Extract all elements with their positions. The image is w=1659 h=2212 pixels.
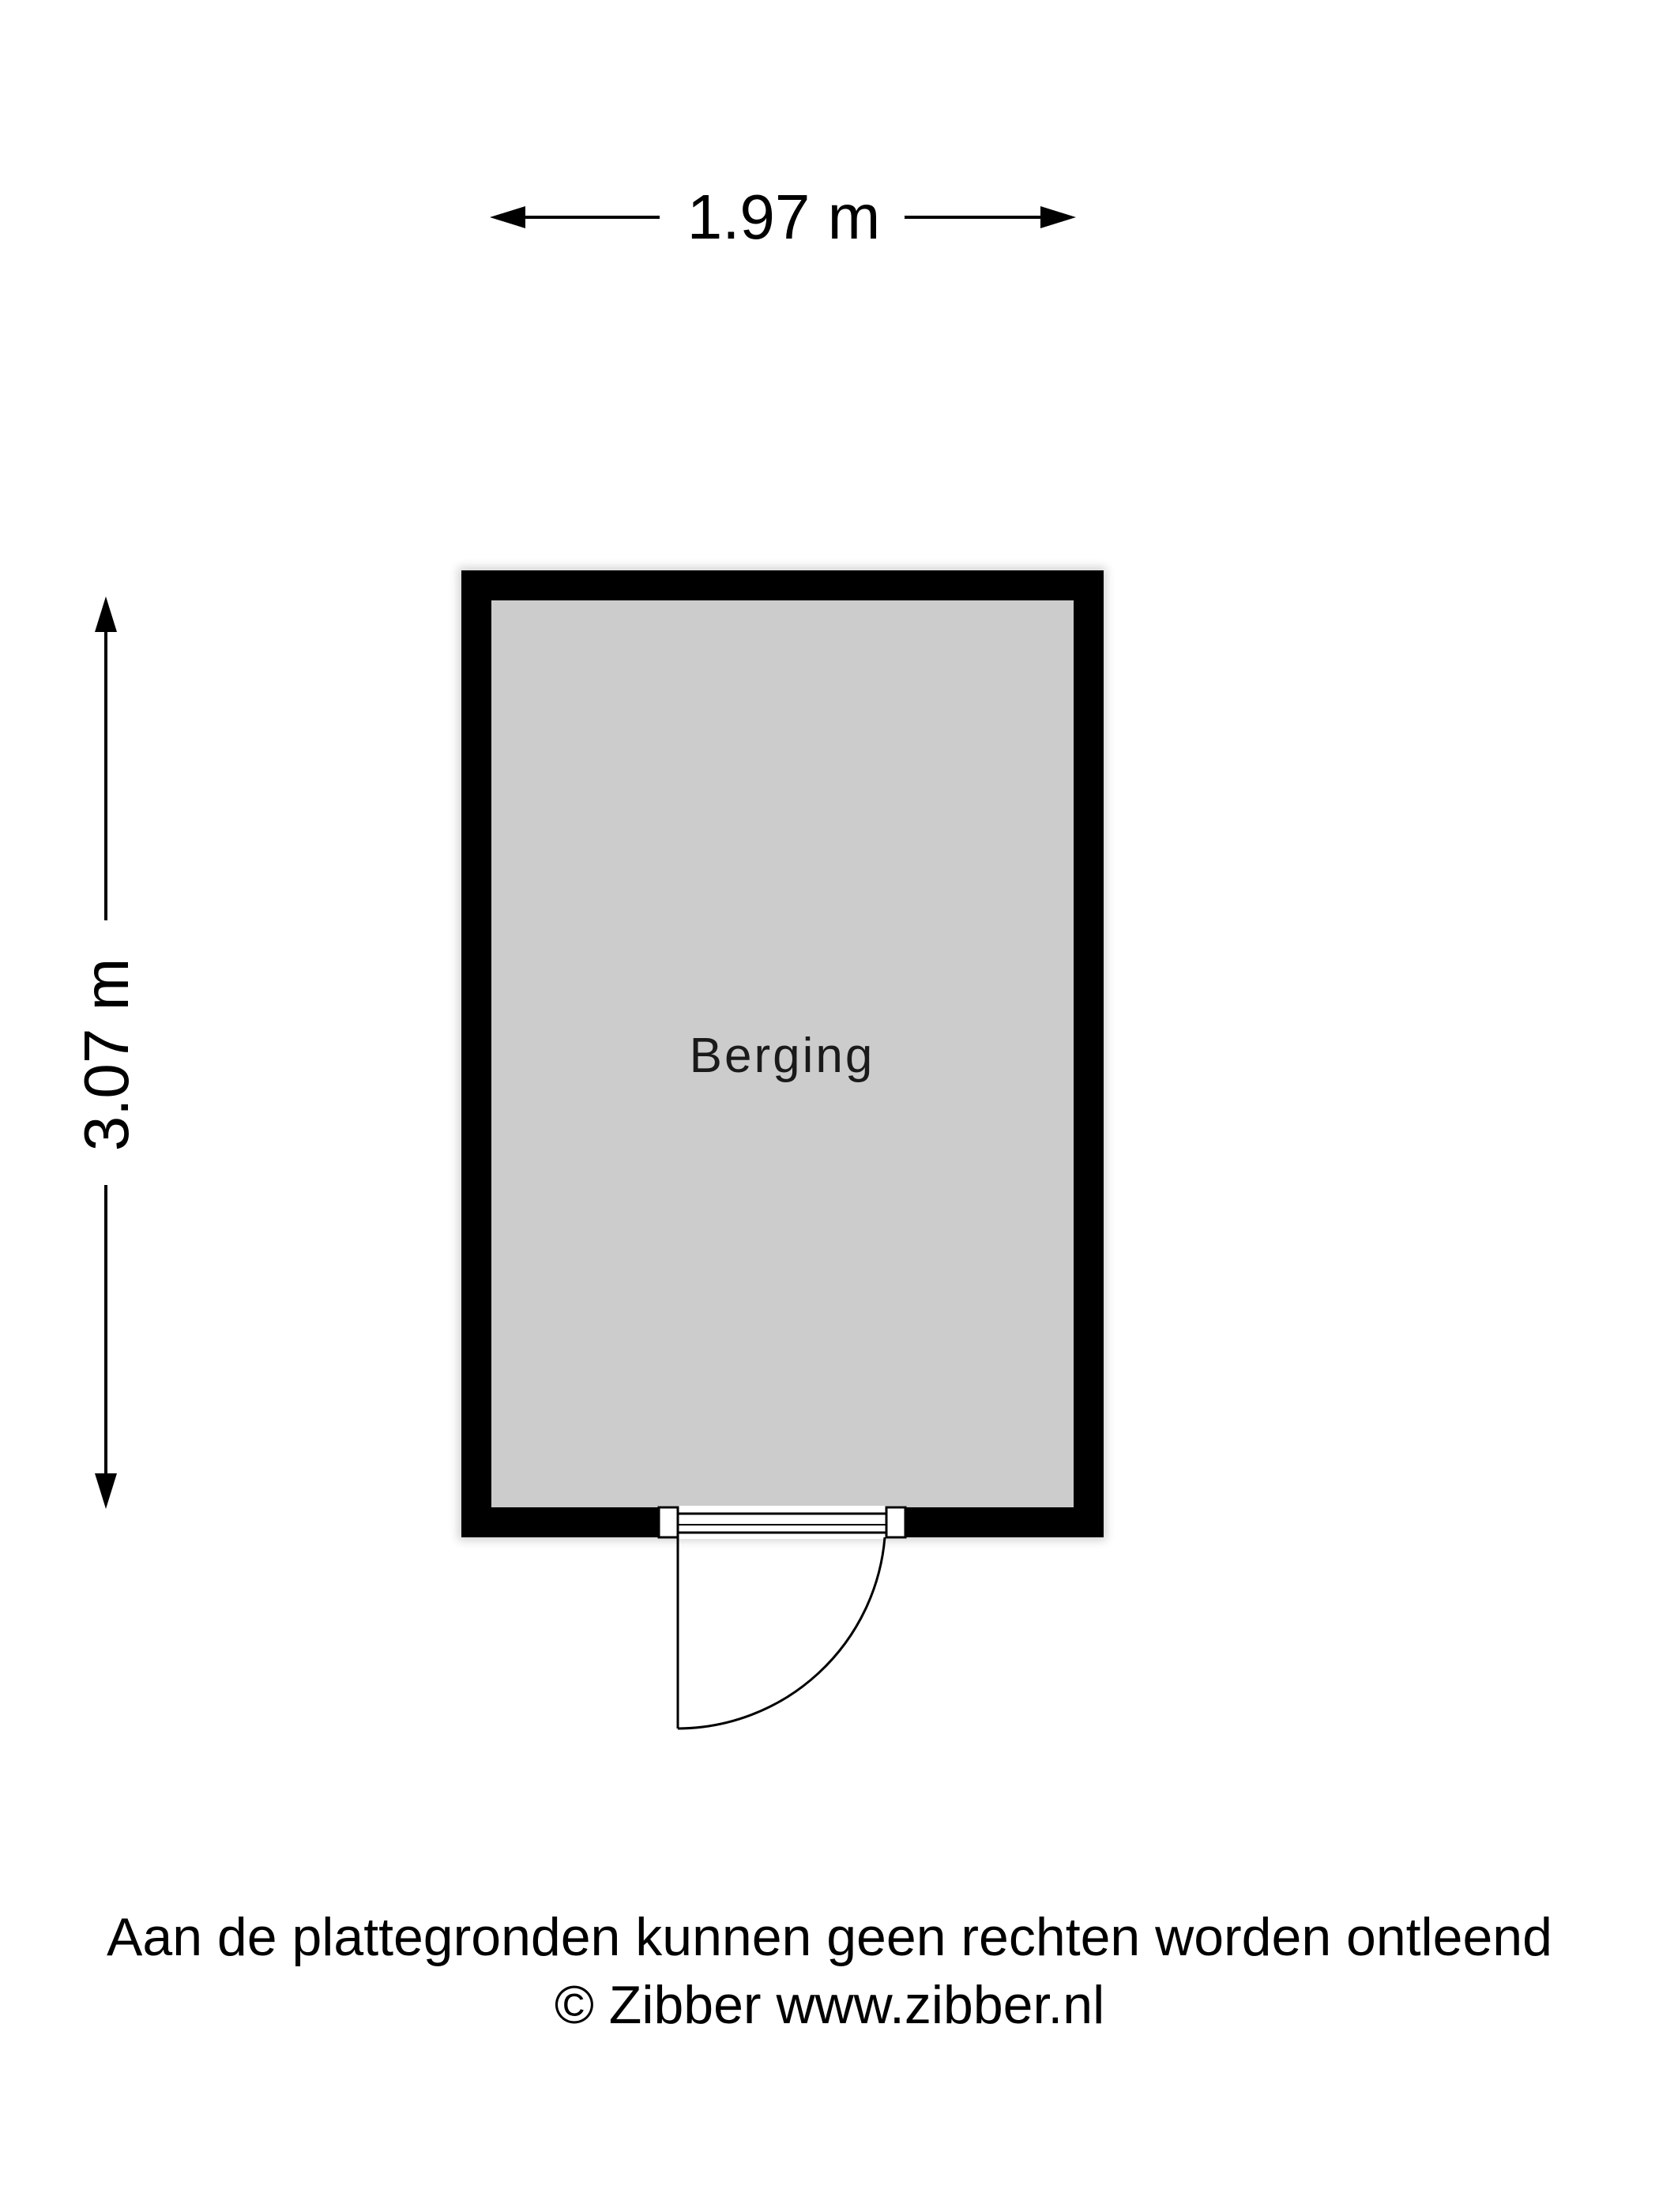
- width-dimension-label: 1.97 m: [687, 182, 881, 252]
- room-berging: Berging: [458, 567, 1106, 1540]
- door-frame-left: [657, 1506, 679, 1539]
- door: [657, 1506, 907, 1730]
- disclaimer-text: Aan de plattegronden kunnen geen rechten…: [107, 1907, 1552, 1967]
- height-arrow-bottom-icon: [95, 1473, 117, 1509]
- room-floor: [491, 600, 1074, 1507]
- copyright-text: © Zibber www.zibber.nl: [554, 1975, 1105, 2035]
- door-opening: [659, 1506, 905, 1539]
- height-dimension-label: 3.07 m: [71, 958, 141, 1152]
- width-arrow-left-icon: [490, 206, 525, 228]
- width-dimension: 1.97 m: [490, 182, 1076, 252]
- height-dimension: 3.07 m: [71, 596, 141, 1509]
- width-arrow-right-icon: [1040, 206, 1076, 228]
- door-swing-arc: [677, 1537, 886, 1730]
- room-label: Berging: [690, 1029, 875, 1083]
- door-frame-right: [885, 1506, 907, 1539]
- height-arrow-top-icon: [95, 596, 117, 632]
